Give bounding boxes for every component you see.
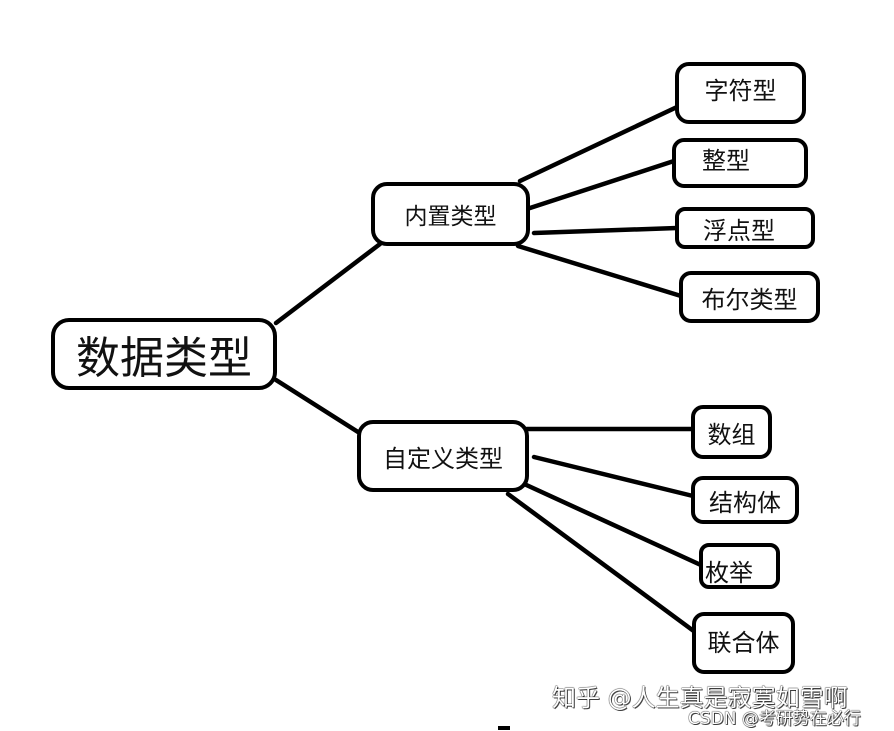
branch-label-custom: 自定义类型	[383, 444, 503, 473]
leaf-label-float: 浮点型	[703, 216, 775, 245]
watermark-csdn: CSDN @考研势在必行	[688, 709, 861, 729]
edge-custom-enum	[519, 480, 706, 569]
leaf-node-bool: 布尔类型	[679, 271, 820, 323]
root-node: 数据类型	[51, 318, 277, 390]
leaf-label-bool: 布尔类型	[701, 285, 798, 314]
branch-node-custom: 自定义类型	[357, 420, 529, 492]
leaf-label-struct: 结构体	[709, 488, 781, 517]
edge-root-builtin	[273, 241, 383, 326]
branch-node-builtin: 内置类型	[371, 182, 530, 246]
leaf-node-char: 字符型	[675, 62, 806, 124]
leaf-node-array: 数组	[691, 405, 772, 459]
leaf-node-union: 联合体	[692, 612, 795, 674]
leaf-label-int: 整型	[702, 146, 750, 175]
leaf-node-enum: 枚举	[699, 543, 780, 589]
root-label: 数据类型	[76, 333, 252, 384]
edge-builtin-char	[517, 104, 680, 184]
watermark-zhihu: 知乎 @人生真是寂寞如雪啊	[552, 684, 848, 712]
leaf-node-float: 浮点型	[675, 207, 815, 249]
leaf-label-enum: 枚举	[705, 558, 753, 587]
edge-root-custom	[273, 377, 361, 435]
edge-builtin-float	[531, 225, 680, 236]
stray-mark	[498, 726, 510, 730]
leaf-node-int: 整型	[672, 138, 808, 188]
edge-custom-union	[505, 491, 698, 635]
edge-builtin-int	[527, 157, 680, 211]
leaf-label-union: 联合体	[707, 628, 780, 657]
leaf-label-array: 数组	[707, 420, 756, 449]
branch-label-builtin: 内置类型	[404, 204, 497, 230]
edge-builtin-bool	[515, 243, 684, 299]
edge-custom-struct	[531, 454, 696, 499]
leaf-label-char: 字符型	[704, 76, 777, 105]
leaf-node-struct: 结构体	[691, 476, 799, 524]
